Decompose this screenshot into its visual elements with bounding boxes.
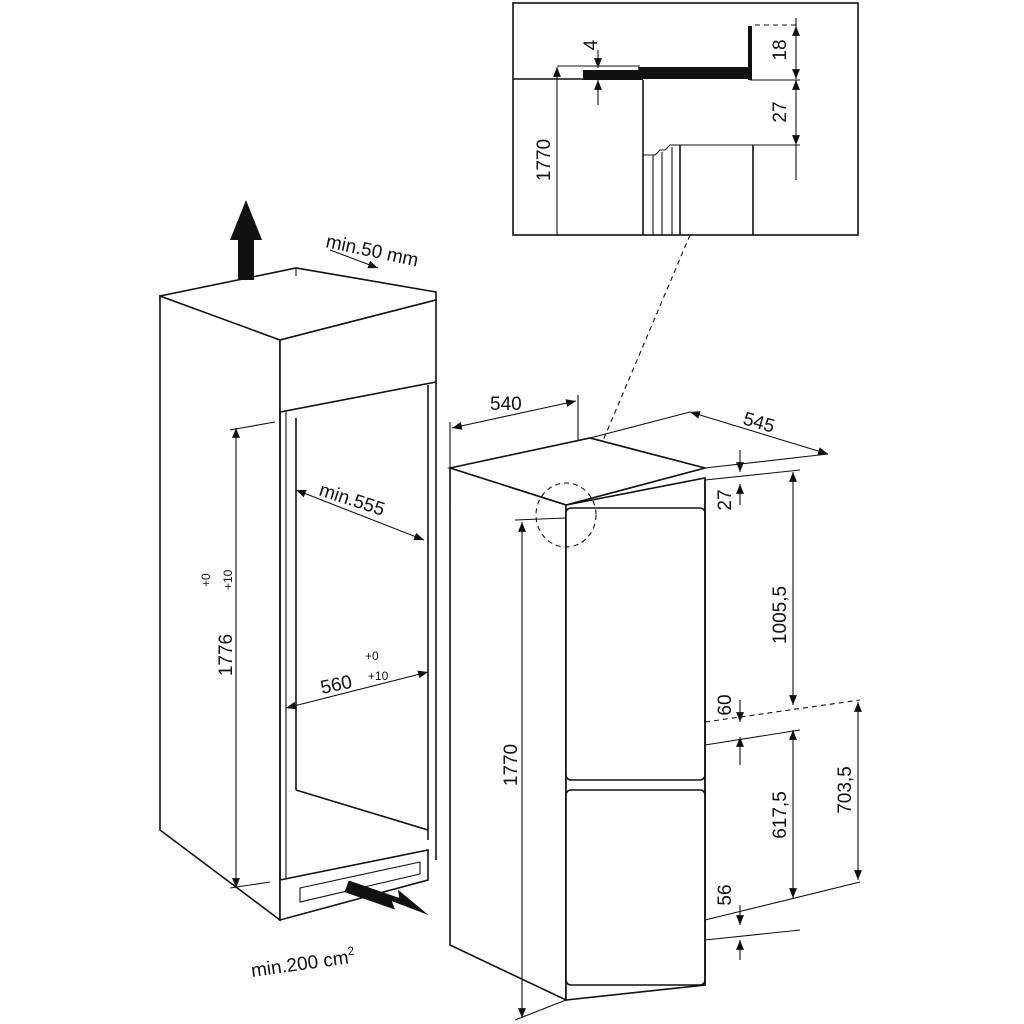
appliance-width-label: 540 [490, 394, 522, 415]
inset-frame [512, 2, 859, 236]
detail-marker-circle [535, 482, 597, 548]
detail-height-label: 1770 [534, 139, 555, 181]
cabinet-height-label: 1776 [216, 634, 237, 676]
appliance-side [449, 466, 567, 1002]
cabinet-depth-label: min.555 [316, 480, 387, 521]
cabinet-width-label: 560 [319, 672, 354, 699]
detail-inset: 4 18 27 1770 [512, 2, 859, 236]
detail-thickness-label: 4 [581, 39, 602, 50]
lower-door [565, 789, 706, 986]
appliance: 540 545 1770 27 1005,5 60 617,5 703,5 56 [446, 394, 862, 1021]
vent-bottom-label: min.200 cm2 [249, 944, 357, 982]
cabinet: min.50 mm min.555 560 +0 +10 1776 +0 +10… [159, 200, 437, 982]
top-gap-label: 27 [715, 489, 736, 510]
cabinet-width-tol-upper: +0 [365, 649, 379, 663]
lower-door-label: 617,5 [770, 791, 791, 839]
detail-bracket-label: 18 [770, 39, 791, 60]
cabinet-side-panel [159, 294, 281, 922]
appliance-depth-label: 545 [741, 409, 777, 438]
cabinet-height-tol-upper: +0 [199, 573, 213, 587]
ventilation-slot [299, 861, 421, 903]
cabinet-height-tol-lower: +10 [221, 569, 235, 590]
door-top-plate [638, 67, 750, 79]
air-out-arrow-icon [230, 200, 262, 280]
appliance-height-label: 1770 [501, 744, 522, 786]
hinge-plate [583, 70, 643, 80]
upper-door [565, 507, 706, 781]
air-in-arrow-icon [344, 880, 429, 916]
door-gap-label: 60 [715, 694, 736, 715]
detail-gap-label: 27 [770, 101, 791, 122]
upper-door-label: 1005,5 [770, 586, 791, 644]
cabinet-width-tol-lower: +10 [368, 669, 389, 683]
bottom-gap-label: 56 [715, 884, 736, 905]
lower-section-label: 703,5 [835, 766, 856, 814]
